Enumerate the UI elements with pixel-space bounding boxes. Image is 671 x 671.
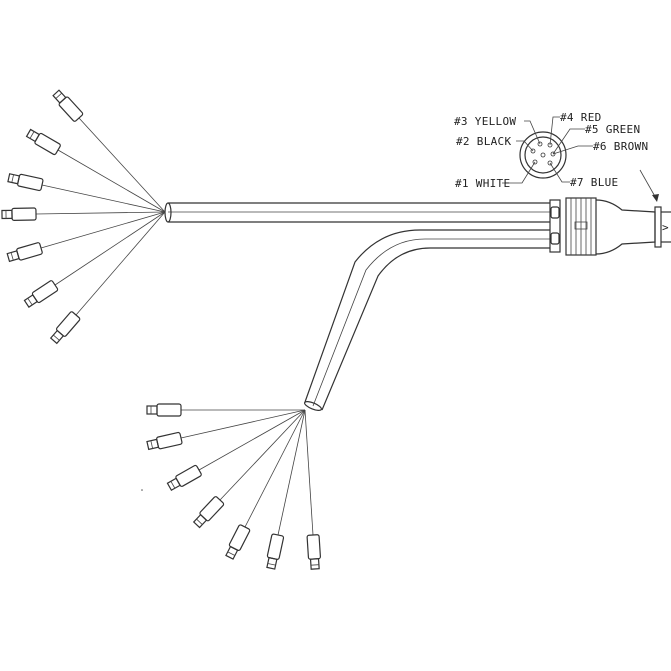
molded-connector: > (549, 169, 671, 256)
plug-connector (146, 403, 182, 417)
plug-connector (6, 242, 43, 263)
breakout-lead (304, 409, 321, 570)
lower-breakout-leads (146, 403, 321, 570)
breakout-lead (146, 403, 305, 417)
pin-4-label: #4 RED (560, 111, 602, 124)
plug-connector (23, 280, 59, 308)
breakout-lead (23, 211, 166, 308)
breakout-lead (25, 128, 166, 213)
plug-connector (192, 496, 225, 529)
plug-connector (166, 464, 202, 492)
plug-connector (49, 311, 81, 345)
upper-breakout-leads (1, 89, 166, 345)
breakout-lead (166, 409, 306, 492)
breakout-lead (192, 409, 306, 529)
main-cable (164, 202, 550, 223)
breakout-lead (49, 211, 166, 345)
plug-connector (225, 524, 251, 560)
breakout-lead (6, 211, 166, 263)
plug-connector (146, 431, 183, 451)
breakout-lead (7, 173, 166, 213)
plug-connector (25, 128, 61, 156)
plug-connector (52, 89, 84, 122)
plug-connector (266, 533, 285, 570)
pin-3-label: #3 YELLOW (454, 115, 516, 128)
arrow-icon (652, 194, 659, 202)
breakout-lead (266, 409, 306, 570)
stray-dot (141, 489, 143, 491)
plug-connector (7, 173, 44, 192)
branch-cable (303, 229, 550, 411)
breakout-lead (225, 409, 306, 560)
pin-labels: #1 WHITE #2 BLACK #3 YELLOW #4 RED #5 GR… (454, 111, 648, 190)
connector-pin-face (502, 116, 593, 184)
plug-connector (306, 534, 321, 570)
pin-7-label: #7 BLUE (570, 176, 618, 189)
pin-5-label: #5 GREEN (585, 123, 640, 136)
breakout-lead (146, 409, 306, 451)
breakout-lead (52, 89, 166, 213)
connector-key-mark: > (662, 221, 669, 234)
pin-1-label: #1 WHITE (455, 177, 510, 190)
breakout-lead (1, 207, 166, 221)
pin-2-label: #2 BLACK (456, 135, 511, 148)
plug-connector (1, 207, 37, 221)
pin-6-label: #6 BROWN (593, 140, 648, 153)
